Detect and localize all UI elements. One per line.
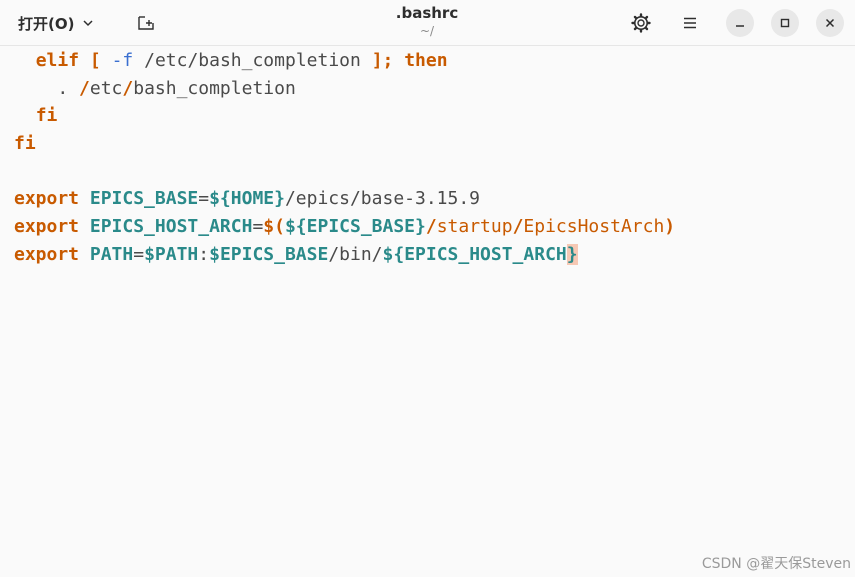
- code-token: ];: [371, 50, 394, 71]
- header-bar: 打开(O) .bashrc ~/: [0, 0, 855, 46]
- code-token: /bin/: [328, 243, 383, 265]
- code-token: export: [14, 243, 80, 265]
- code-token: [14, 50, 36, 71]
- code-token: /epics/base-3.15.9: [284, 188, 481, 210]
- code-token: export: [14, 188, 80, 210]
- code-line[interactable]: fi: [14, 102, 675, 130]
- code-line[interactable]: elif [ -f /etc/bash_completion ]; then: [14, 47, 675, 75]
- maximize-button[interactable]: [771, 9, 799, 37]
- code-token: /etc/bash_completion: [133, 50, 372, 71]
- code-token: $EPICS_BASE: [209, 243, 329, 265]
- code-token: startup: [436, 216, 513, 238]
- code-token: /: [512, 216, 524, 238]
- code-token: export: [14, 216, 80, 238]
- code-line[interactable]: export EPICS_HOST_ARCH=$(${EPICS_BASE}/s…: [14, 213, 675, 241]
- window-title: .bashrc: [395, 4, 459, 22]
- window-title-block: .bashrc ~/: [327, 3, 527, 39]
- code-token: ${HOME}: [209, 188, 285, 210]
- code-line[interactable]: [14, 158, 675, 186]
- code-token: fi: [14, 133, 36, 155]
- code-token: [79, 216, 90, 237]
- open-button-label: 打开(O): [18, 14, 75, 33]
- code-line[interactable]: export EPICS_BASE=${HOME}/epics/base-3.1…: [14, 185, 675, 213]
- code-token: ${EPICS_BASE}: [284, 216, 426, 238]
- code-token: :: [198, 243, 210, 265]
- code-token: [14, 105, 36, 126]
- code-token: /: [79, 77, 90, 99]
- open-button[interactable]: 打开(O): [10, 8, 102, 38]
- code-token: [79, 50, 90, 71]
- code-token: etc: [89, 77, 123, 99]
- code-token: EPICS_BASE: [89, 188, 199, 210]
- hamburger-menu-icon: [684, 17, 696, 29]
- maximize-icon: [780, 18, 790, 28]
- gear-icon: [631, 13, 651, 33]
- chevron-down-icon: [83, 20, 93, 27]
- code-token: =: [252, 216, 264, 238]
- code-token: -f: [111, 50, 134, 71]
- code-token: EPICS_HOST_ARCH: [89, 216, 253, 238]
- minimize-icon: [736, 25, 744, 27]
- code-token: [79, 244, 90, 265]
- new-tab-icon: [138, 16, 154, 30]
- code-token: =: [198, 188, 210, 210]
- code-token: ): [664, 216, 676, 238]
- code-token: fi: [35, 105, 58, 127]
- text-cursor-highlight: }: [566, 243, 578, 265]
- code-token: PATH: [89, 243, 134, 265]
- code-token: =: [133, 243, 145, 265]
- watermark: CSDN @翟天保Steven: [701, 556, 851, 572]
- code-line[interactable]: fi: [14, 130, 675, 158]
- minimize-button[interactable]: [726, 9, 754, 37]
- code-token: [: [89, 50, 101, 71]
- main-menu-button[interactable]: [676, 9, 704, 37]
- close-button[interactable]: [816, 9, 844, 37]
- window-subtitle: ~/: [419, 24, 435, 38]
- code-token: bash_completion: [133, 77, 296, 99]
- close-icon: [825, 18, 835, 28]
- code-token: ${EPICS_HOST_ARCH: [382, 243, 567, 265]
- code-token: $(: [263, 216, 285, 238]
- code-token: [393, 50, 404, 71]
- code-token: [101, 50, 112, 71]
- code-token: $PATH: [144, 243, 199, 265]
- code-token: [79, 188, 90, 209]
- code-view[interactable]: elif [ -f /etc/bash_completion ]; then .…: [14, 47, 675, 269]
- new-tab-button[interactable]: [132, 10, 160, 36]
- code-token: /: [122, 77, 134, 99]
- text-editor-area[interactable]: elif [ -f /etc/bash_completion ]; then .…: [0, 47, 855, 577]
- code-token: elif: [35, 50, 80, 71]
- code-token: then: [404, 50, 448, 71]
- code-token: EpicsHostArch: [523, 216, 665, 238]
- code-line[interactable]: export PATH=$PATH:$EPICS_BASE/bin/${EPIC…: [14, 241, 675, 269]
- code-token: /: [425, 216, 437, 238]
- code-token: .: [14, 77, 80, 99]
- code-line[interactable]: . /etc/bash_completion: [14, 75, 675, 103]
- settings-button[interactable]: [627, 9, 655, 37]
